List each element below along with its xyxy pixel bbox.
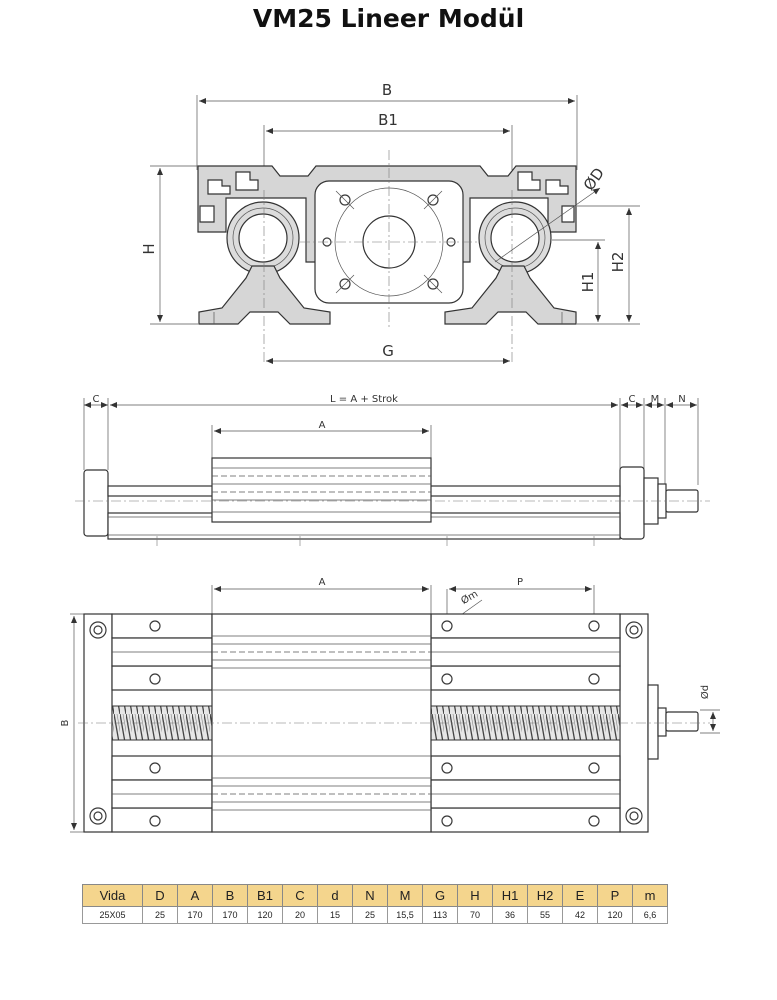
col-header: N: [352, 884, 388, 907]
dim-A-plan-label: A: [319, 577, 326, 588]
col-header: H2: [527, 884, 563, 907]
dim-B-plan-label: B: [60, 719, 71, 726]
table-cell: 25: [142, 906, 178, 924]
dim-N-label: N: [678, 394, 685, 405]
dim-G-label: G: [382, 342, 394, 360]
table-cell: 25X05: [82, 906, 143, 924]
dim-d-label: Ød: [699, 685, 711, 699]
dim-H-label: H: [140, 243, 158, 254]
table-cell: 70: [457, 906, 493, 924]
dim-C-right-label: C: [629, 394, 636, 405]
col-header: D: [142, 884, 178, 907]
table-cell: 6,6: [632, 906, 668, 924]
dim-M-label: M: [651, 394, 660, 405]
page-title: VM25 Lineer Modül: [252, 4, 525, 33]
col-header: A: [177, 884, 213, 907]
col-header: E: [562, 884, 598, 907]
dim-C-left-label: C: [93, 394, 100, 405]
table-cell: 25: [352, 906, 388, 924]
table-cell: 15,5: [387, 906, 423, 924]
dim-B1-label: B1: [378, 111, 398, 129]
dim-A-side-label: A: [319, 420, 326, 431]
dim-B-label: B: [382, 81, 392, 99]
col-header: G: [422, 884, 458, 907]
table-cell: 20: [282, 906, 318, 924]
col-header: H1: [492, 884, 528, 907]
table-cell: 42: [562, 906, 598, 924]
dim-D-label: ØD: [580, 164, 608, 193]
col-header: M: [387, 884, 423, 907]
col-header: B1: [247, 884, 283, 907]
dim-H2-label: H2: [609, 252, 627, 273]
table-cell: 36: [492, 906, 528, 924]
table-cell: 120: [247, 906, 283, 924]
col-header: B: [212, 884, 248, 907]
col-header: Vida: [82, 884, 143, 907]
dim-m-label: Øm: [459, 588, 480, 607]
dim-P-label: P: [517, 577, 523, 588]
col-header: d: [317, 884, 353, 907]
table-cell: 170: [177, 906, 213, 924]
col-header: m: [632, 884, 668, 907]
dim-L-label: L = A + Strok: [330, 394, 398, 405]
cross-section-view: B B1: [140, 81, 640, 365]
table-cell: 55: [527, 906, 563, 924]
side-view: C L = A + Strok C M N A: [75, 394, 710, 548]
table-row: 25X05 25 170 170 120 20 15 25 15,5 113 7…: [82, 906, 668, 924]
table-cell: 113: [422, 906, 458, 924]
col-header: P: [597, 884, 633, 907]
spec-table-header-row: Vida D A B B1 C d N M G H H1 H2 E P m: [82, 884, 668, 907]
col-header: C: [282, 884, 318, 907]
table-cell: 120: [597, 906, 633, 924]
col-header: H: [457, 884, 493, 907]
spec-table: Vida D A B B1 C d N M G H H1 H2 E P m 25…: [82, 884, 668, 924]
table-cell: 170: [212, 906, 248, 924]
technical-drawing: B B1: [60, 81, 720, 833]
dim-H1-label: H1: [579, 272, 597, 293]
plan-view: A P Øm E B Ød: [60, 577, 720, 833]
table-cell: 15: [317, 906, 353, 924]
